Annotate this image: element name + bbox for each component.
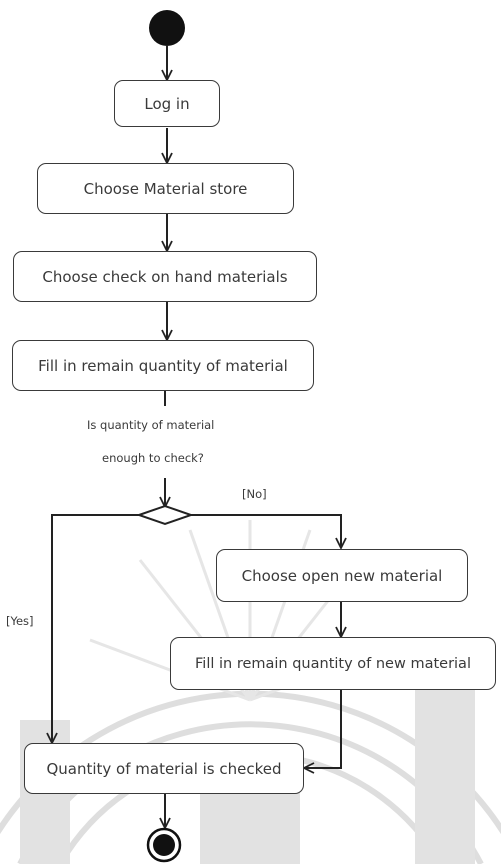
final-node-dot — [153, 834, 175, 856]
activity-fill-remain-quantity: Fill in remain quantity of material — [12, 340, 314, 391]
activity-label: Choose open new material — [241, 566, 443, 585]
flow-no-branch — [191, 514, 341, 548]
activity-label: Choose check on hand materials — [42, 267, 288, 286]
activity-label: Choose Material store — [83, 179, 248, 198]
activity-fill-remain-new-material: Fill in remain quantity of new material — [170, 637, 496, 690]
activity-label: Quantity of material is checked — [46, 759, 282, 778]
flow-yes-branch — [52, 514, 139, 743]
activity-label: Fill in remain quantity of material — [38, 356, 288, 375]
activity-choose-check-on-hand: Choose check on hand materials — [13, 251, 317, 302]
guard-no-label: [No] — [242, 487, 267, 501]
activity-choose-open-new-material: Choose open new material — [216, 549, 468, 602]
activity-label: Log in — [144, 94, 190, 113]
guard-yes-label: [Yes] — [6, 614, 34, 628]
decision-diamond — [135, 504, 195, 526]
activity-choose-material-store: Choose Material store — [37, 163, 294, 214]
activity-label: Fill in remain quantity of new material — [195, 655, 471, 672]
activity-log-in: Log in — [114, 80, 220, 127]
decision-question-line2: enough to check? — [102, 451, 204, 465]
initial-node — [149, 10, 185, 46]
decision-question-line1: Is quantity of material — [87, 418, 215, 432]
activity-quantity-checked: Quantity of material is checked — [24, 743, 304, 794]
flow-fill-new-to-checked — [304, 690, 342, 768]
